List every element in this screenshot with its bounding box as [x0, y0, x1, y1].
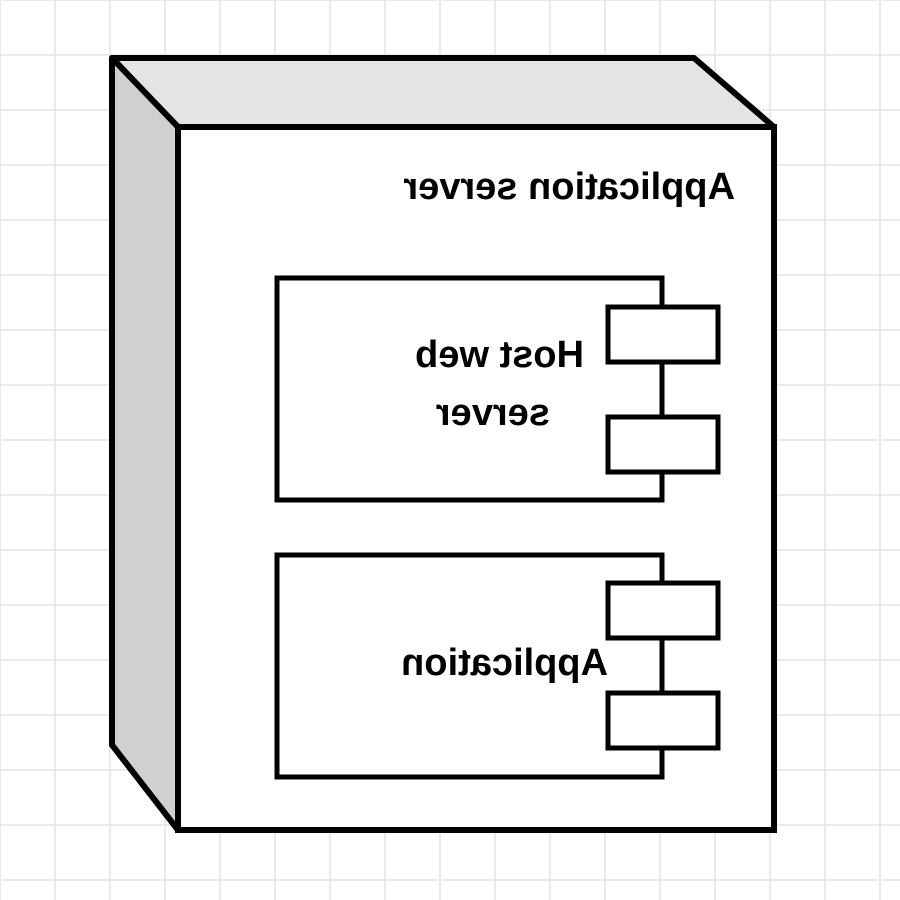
component-label-line2: server [436, 392, 550, 434]
component-label-line1: Application [401, 642, 608, 684]
node-side-face [109, 55, 181, 833]
component-host-web-server[interactable]: Host web server [274, 275, 721, 503]
application-server-node[interactable]: Application server Host web server Appli… [109, 55, 777, 833]
component-label-group: Application [401, 642, 608, 684]
component-application[interactable]: Application [274, 552, 721, 780]
component-port-icon [605, 690, 721, 751]
component-box [274, 552, 665, 780]
component-port-icon [605, 414, 721, 475]
node-label-group: Application server [403, 166, 735, 208]
node-title: Application server [403, 166, 735, 208]
component-port-icon [605, 580, 721, 641]
component-port-icon [605, 304, 721, 365]
component-label-group: Host web server [415, 334, 584, 434]
component-label-line1: Host web [415, 334, 584, 376]
node-top-face [109, 55, 777, 130]
component-box [274, 275, 665, 503]
